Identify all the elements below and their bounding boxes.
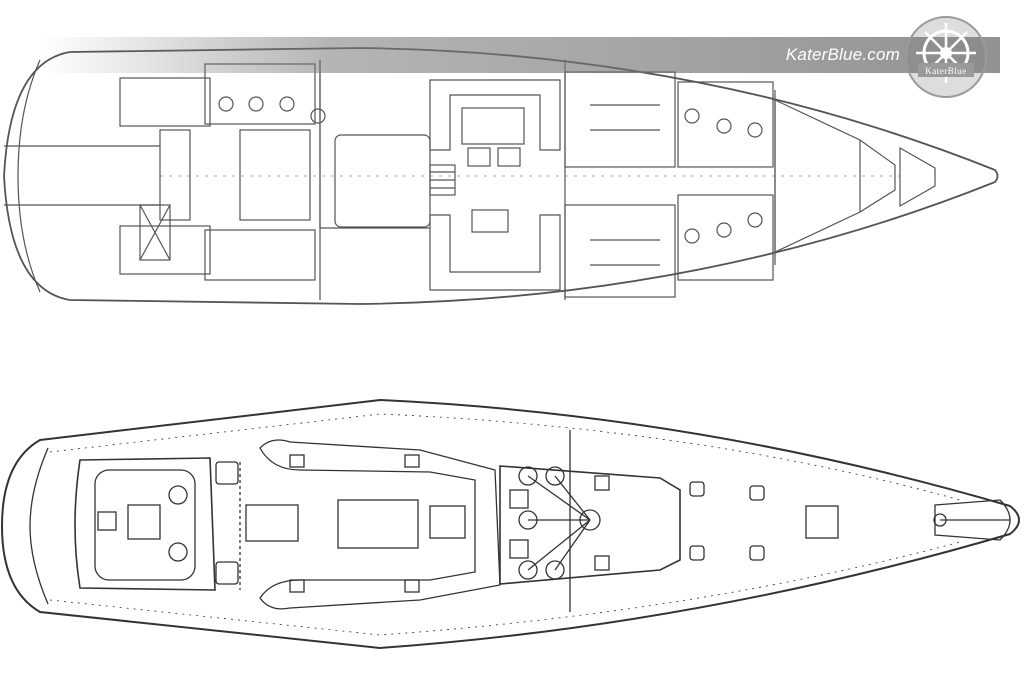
aft-cabin-stbd	[119, 225, 211, 275]
deck-hull-outline	[0, 398, 1020, 650]
toilet-fwd-6	[747, 212, 763, 228]
winch-2	[545, 466, 565, 486]
cockpit-table	[337, 499, 419, 549]
cabin-fwd-port	[564, 71, 676, 168]
watermark-site-text: KaterBlue.com	[785, 45, 900, 64]
galley	[204, 63, 316, 125]
hatch-4	[749, 545, 765, 561]
watermark-banner	[40, 37, 1000, 73]
logo-text: KaterBlue	[925, 66, 967, 76]
toilet-fwd-4	[684, 228, 700, 244]
toilet-aft-3	[279, 96, 295, 112]
saloon-table-aft	[334, 134, 431, 228]
hatch-2	[749, 485, 765, 501]
interior-transom	[17, 59, 41, 293]
deck-layout-plan	[0, 398, 1020, 650]
interior-hull-outline	[3, 47, 999, 305]
toilet-aft-2	[248, 96, 264, 112]
toilet-fwd-2	[716, 118, 732, 134]
helm-wheel-stbd	[168, 542, 188, 562]
coachroof	[499, 465, 681, 585]
toilet-aft-1	[218, 96, 234, 112]
fore-hatch	[805, 505, 839, 539]
toilet-fwd-1	[684, 108, 700, 124]
chain-locker	[899, 146, 936, 208]
deck-transom	[29, 447, 49, 605]
helm-wheel-port	[168, 485, 188, 505]
saloon-table-fwd	[461, 107, 525, 145]
saloon-settee-port	[429, 79, 561, 151]
toilet-fwd-3	[747, 122, 763, 138]
aft-cockpit	[74, 457, 216, 591]
toilet-fwd-5	[716, 222, 732, 238]
ship-wheel-icon	[905, 16, 987, 98]
interior-layout-plan	[3, 47, 999, 305]
toilet-aft-4	[310, 108, 326, 124]
hatch-1	[689, 481, 705, 497]
bow-fitting	[934, 499, 1011, 541]
aft-cabin-port	[119, 77, 211, 127]
main-cockpit	[259, 439, 501, 610]
winch-5	[545, 560, 565, 580]
winch-1	[518, 466, 538, 486]
winch-4	[518, 560, 538, 580]
hatch-3	[689, 545, 705, 561]
saloon-settee-stbd	[429, 214, 561, 291]
